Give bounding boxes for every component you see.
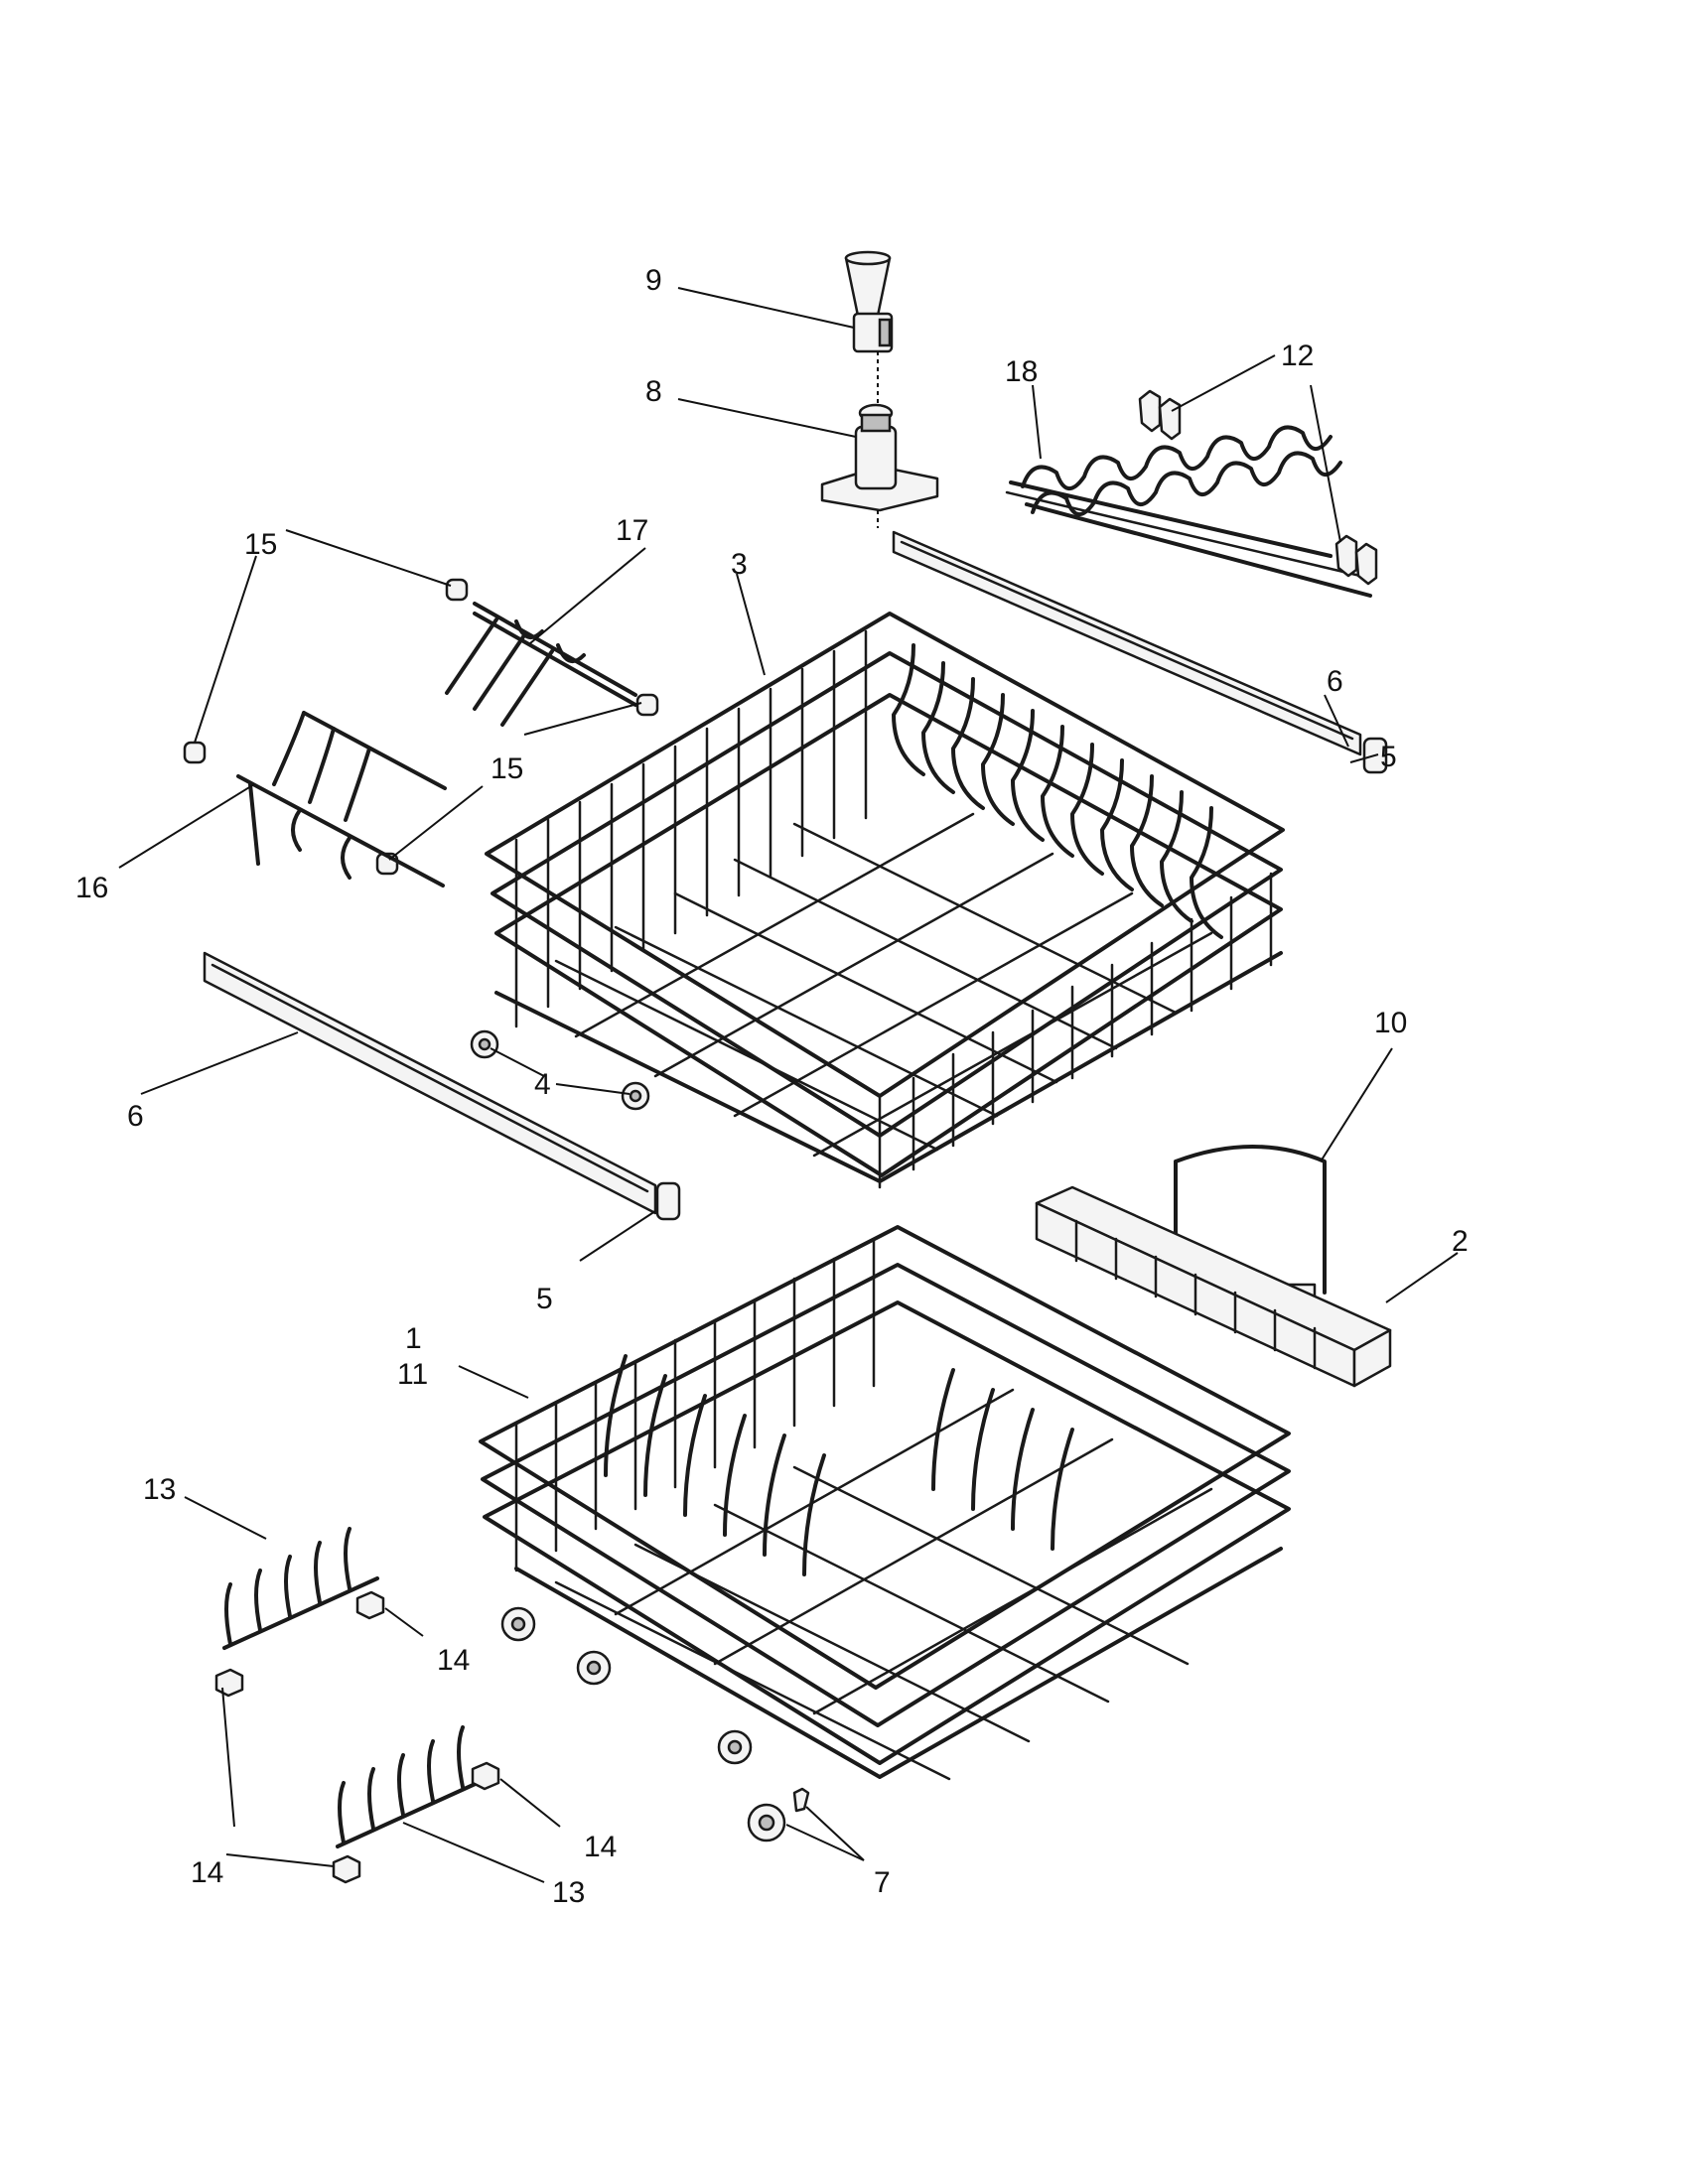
part-13-tine-rows xyxy=(222,1527,492,1848)
part-12-clips xyxy=(1138,389,1378,586)
part-5-lower-cap xyxy=(655,1181,681,1221)
callout-11: 11 xyxy=(397,1358,428,1391)
callout-14-right-lower: 14 xyxy=(584,1831,617,1863)
part-2-basket xyxy=(1035,1185,1392,1388)
callout-15-mid: 15 xyxy=(491,752,523,785)
callout-2: 2 xyxy=(1452,1225,1469,1258)
callout-3: 3 xyxy=(731,548,748,581)
part-6-upper-rail xyxy=(892,530,1362,756)
part-3-upper-rack xyxy=(485,612,1285,1189)
callout-10: 10 xyxy=(1374,1007,1407,1039)
callout-13-lower: 13 xyxy=(552,1876,585,1909)
callout-labels: 9 8 18 12 15 17 3 15 16 6 5 6 4 10 2 5 1… xyxy=(75,264,1469,1909)
callout-7: 7 xyxy=(874,1866,891,1899)
callout-16: 16 xyxy=(75,872,108,904)
part-4-wheels xyxy=(470,1029,650,1111)
part-8-manifold xyxy=(820,351,939,528)
callout-18: 18 xyxy=(1005,355,1038,388)
callout-5-lower: 5 xyxy=(536,1283,553,1315)
leader-lines xyxy=(118,287,1459,1883)
part-18-shelf xyxy=(1005,425,1372,598)
callout-6-upper: 6 xyxy=(1327,665,1343,698)
callout-12: 12 xyxy=(1281,340,1314,372)
callout-5-upper: 5 xyxy=(1380,741,1397,773)
part-7-wheels xyxy=(500,1606,810,1843)
part-9-nozzle xyxy=(844,250,894,353)
callout-1: 1 xyxy=(405,1322,422,1355)
part-6-lower-rail xyxy=(203,951,657,1215)
part-16-cup-shelf xyxy=(236,711,447,887)
callout-6-lower: 6 xyxy=(127,1100,144,1133)
callout-15-top: 15 xyxy=(244,528,277,561)
callout-13-upper: 13 xyxy=(143,1473,176,1506)
callout-4: 4 xyxy=(534,1068,551,1101)
part-1-lower-rack xyxy=(479,1225,1291,1781)
callout-14-right-upper: 14 xyxy=(437,1644,470,1677)
callout-17: 17 xyxy=(616,514,648,547)
callout-14-left-lower: 14 xyxy=(191,1856,223,1889)
callout-9: 9 xyxy=(645,264,662,297)
part-17-cup-shelf xyxy=(445,602,637,727)
callout-8: 8 xyxy=(645,375,662,408)
